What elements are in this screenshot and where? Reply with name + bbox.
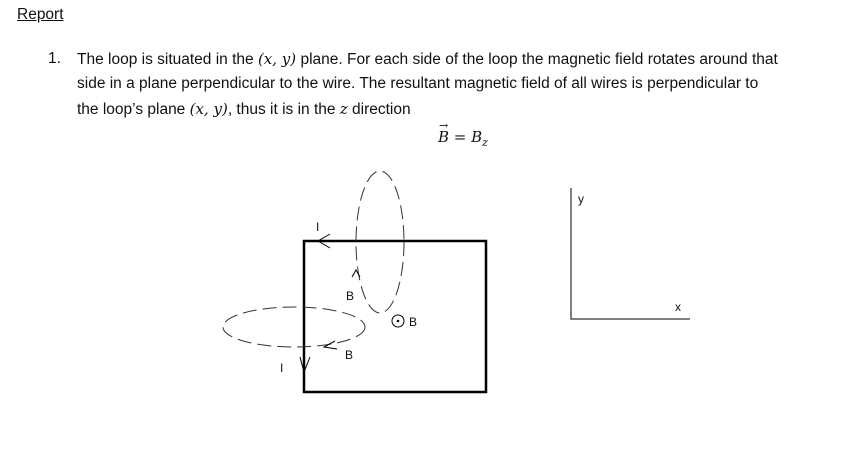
out-of-page-symbol (391, 314, 405, 328)
paragraph-line-1: The loop is situated in the (x, y) plane… (77, 50, 778, 68)
current-loop (302, 239, 488, 394)
current-label-left: I (280, 361, 283, 375)
current-label-top: I (316, 220, 319, 234)
field-arrow-left (322, 340, 338, 350)
item-number: 1. (48, 50, 61, 67)
paragraph-line-2: side in a plane perpendicular to the wir… (77, 75, 759, 92)
field-label-left: B (345, 348, 353, 362)
axis-y-label: y (578, 192, 584, 206)
current-arrow-top (317, 233, 331, 249)
current-arrow-left (299, 356, 311, 374)
field-label-top: B (346, 289, 354, 303)
equation: →B = Bz (438, 119, 488, 149)
report-heading: Report (17, 6, 64, 23)
paragraph-line-3: the loop’s plane (x, y), thus it is in t… (77, 100, 411, 118)
axis-x-label: x (675, 300, 681, 314)
field-loop-left-wire (222, 306, 366, 348)
field-arrow-top (351, 268, 361, 278)
field-loop-top-wire (355, 170, 405, 314)
axes (570, 188, 690, 320)
field-label-resultant: B (409, 315, 417, 329)
